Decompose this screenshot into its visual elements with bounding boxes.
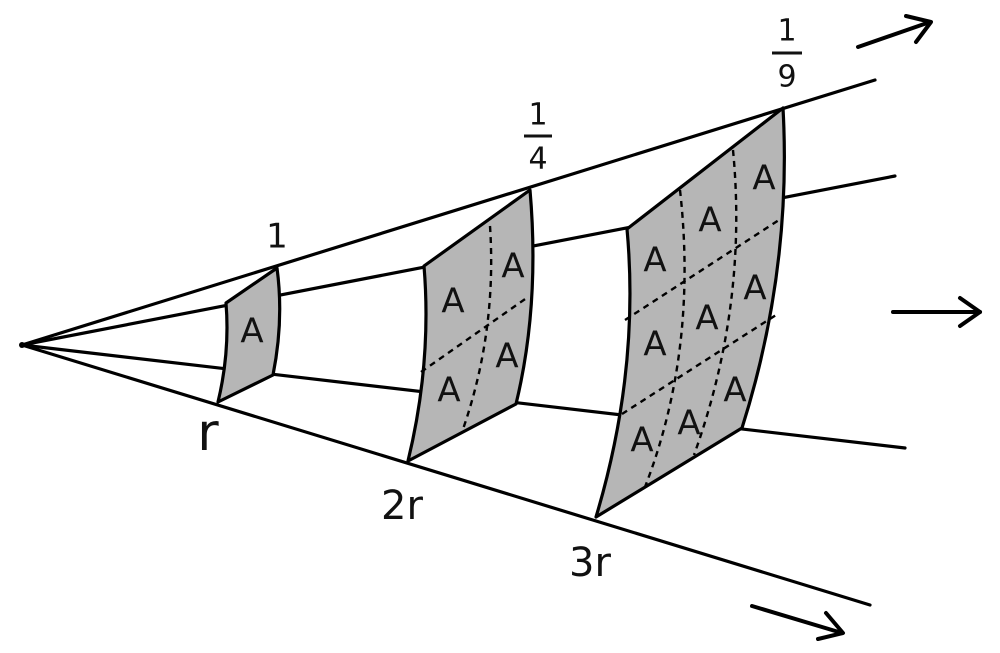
arrow-down-right-icon bbox=[750, 604, 845, 641]
ray-bottom bbox=[20, 343, 872, 607]
panel-3-cell: A bbox=[743, 269, 766, 309]
panel-3-cell: A bbox=[643, 325, 666, 365]
panel-3-cell: A bbox=[643, 241, 666, 281]
panel-2-cell: A bbox=[437, 371, 460, 411]
panel-2-cell: A bbox=[501, 247, 524, 287]
intensity-3-numerator: 1 bbox=[777, 14, 796, 49]
panel-2-cell: A bbox=[441, 282, 464, 322]
intensity-3-denominator: 9 bbox=[777, 60, 796, 95]
distance-label-2r: 2r bbox=[381, 483, 423, 529]
panel-1: A bbox=[216, 266, 282, 404]
source-point bbox=[19, 342, 25, 348]
panel-2: A A A A bbox=[406, 188, 535, 463]
panel-1-cell: A bbox=[240, 312, 263, 352]
panel-3-cell: A bbox=[752, 159, 775, 199]
panel-3-cell: A bbox=[677, 404, 700, 444]
panel-3: A A A A A A A A A bbox=[594, 106, 786, 519]
ray-top bbox=[20, 78, 877, 347]
distance-label-3r: 3r bbox=[569, 540, 611, 586]
panel-3-cell: A bbox=[630, 421, 653, 461]
intensity-label-1-9: 1 9 bbox=[772, 14, 802, 95]
intensity-1-numerator: 1 bbox=[266, 217, 288, 257]
panel-2-cell: A bbox=[495, 337, 518, 377]
panel-3-cell: A bbox=[723, 371, 746, 411]
arrow-right-icon bbox=[891, 296, 982, 328]
intensity-label-1: 1 bbox=[266, 217, 288, 257]
distance-label-r: r bbox=[197, 403, 219, 463]
arrow-up-right-icon bbox=[856, 14, 933, 49]
panel-3-cell: A bbox=[698, 201, 721, 241]
intensity-2-denominator: 4 bbox=[528, 142, 547, 177]
intensity-label-1-4: 1 4 bbox=[524, 98, 552, 177]
intensity-2-numerator: 1 bbox=[528, 98, 547, 133]
panel-3-cell: A bbox=[695, 299, 718, 339]
